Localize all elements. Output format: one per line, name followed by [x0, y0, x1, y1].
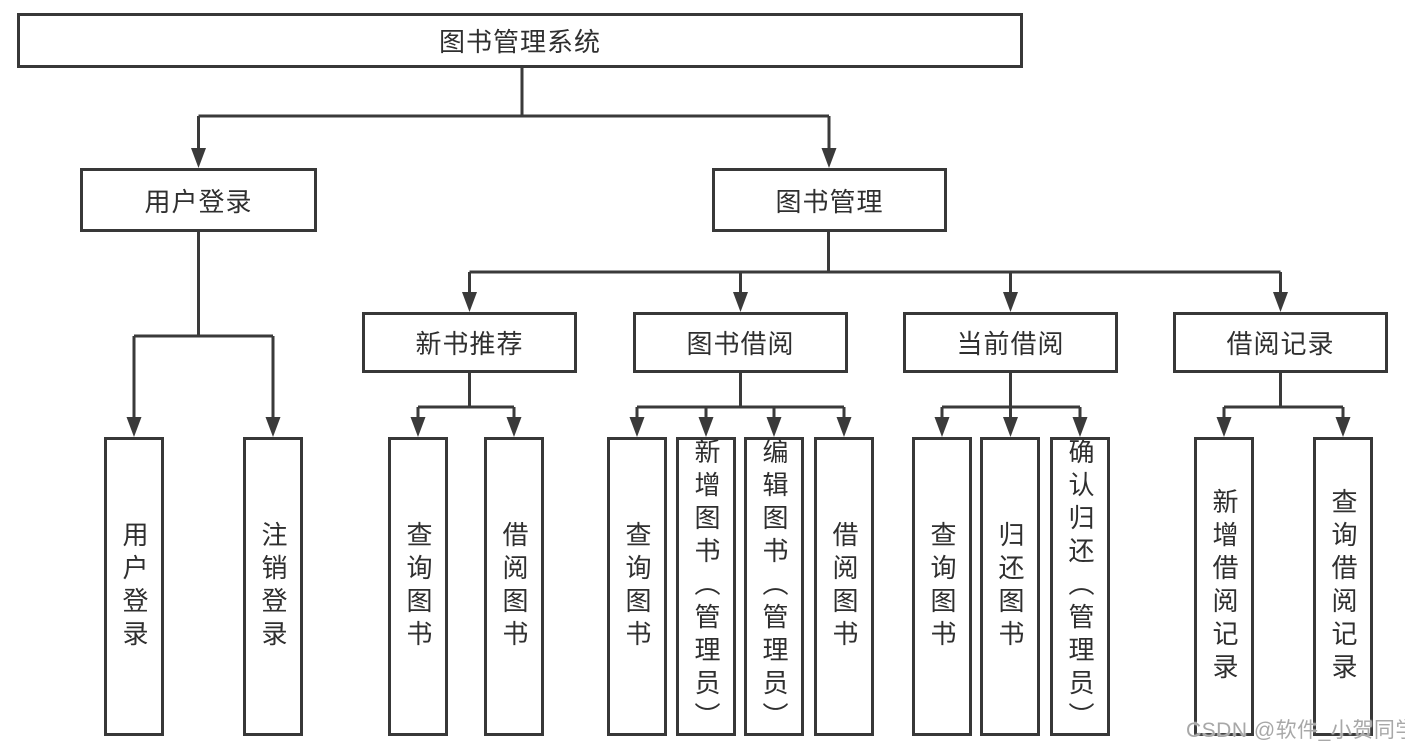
- leaf-return-books: 归还图书: [980, 437, 1040, 736]
- leaf-query-books-1-label: 查询图书: [403, 520, 433, 653]
- leaf-borrow-books-1: 借阅图书: [484, 437, 544, 736]
- node-new-book-recommendation: 新书推荐: [362, 312, 577, 373]
- leaf-add-book-admin-label: 新增图书（管理员）: [691, 438, 721, 735]
- leaf-add-borrow-record-label: 新增借阅记录: [1209, 487, 1239, 686]
- connector-book-management-to-level3: [468, 232, 1282, 296]
- leaf-query-borrow-record-label: 查询借阅记录: [1328, 487, 1358, 686]
- leaf-add-book-admin: 新增图书（管理员）: [676, 437, 736, 736]
- connector-book-borrow-to-leaves: [635, 373, 846, 421]
- leaf-query-books-3-label: 查询图书: [927, 520, 957, 653]
- node-current-borrowing: 当前借阅: [903, 312, 1118, 373]
- leaf-query-books-3: 查询图书: [912, 437, 972, 736]
- node-book-borrowing: 图书借阅: [633, 312, 848, 373]
- leaf-query-borrow-record: 查询借阅记录: [1313, 437, 1373, 736]
- node-new-book-recommendation-label: 新书推荐: [415, 329, 524, 359]
- connector-new-book-to-leaves: [416, 373, 516, 421]
- node-user-login: 用户登录: [80, 168, 317, 232]
- leaf-query-books-1: 查询图书: [388, 437, 448, 736]
- connector-borrow-records-to-leaves: [1222, 373, 1345, 421]
- leaf-confirm-return-admin-label: 确认归还（管理员）: [1065, 438, 1095, 735]
- leaf-add-borrow-record: 新增借阅记录: [1194, 437, 1254, 736]
- leaf-borrow-books-1-label: 借阅图书: [499, 520, 529, 653]
- leaf-logout: 注销登录: [243, 437, 303, 736]
- leaf-borrow-books-2: 借阅图书: [814, 437, 874, 736]
- leaf-edit-book-admin: 编辑图书（管理员）: [744, 437, 804, 736]
- leaf-logout-label: 注销登录: [258, 520, 288, 653]
- leaf-user-login: 用户登录: [104, 437, 164, 736]
- node-borrowing-records-label: 借阅记录: [1226, 329, 1335, 359]
- connector-user-login-to-leaves: [132, 232, 275, 421]
- watermark: CSDN @软件_小贺同学: [1186, 719, 1405, 742]
- connector-current-borrow-to-leaves: [940, 373, 1082, 421]
- node-root: 图书管理系统: [17, 13, 1023, 68]
- node-root-label: 图书管理系统: [438, 27, 601, 57]
- node-book-management-label: 图书管理: [775, 186, 884, 217]
- connector-root-to-level2: [197, 68, 831, 152]
- leaf-user-login-label: 用户登录: [119, 520, 149, 653]
- leaf-confirm-return-admin: 确认归还（管理员）: [1050, 437, 1110, 736]
- leaf-query-books-2: 查询图书: [607, 437, 667, 736]
- node-current-borrowing-label: 当前借阅: [956, 329, 1065, 359]
- leaf-return-books-label: 归还图书: [995, 520, 1025, 653]
- node-book-borrowing-label: 图书借阅: [686, 329, 795, 359]
- leaf-query-books-2-label: 查询图书: [622, 520, 652, 653]
- node-book-management: 图书管理: [712, 168, 947, 232]
- leaf-borrow-books-2-label: 借阅图书: [829, 520, 859, 653]
- node-user-login-label: 用户登录: [144, 186, 253, 217]
- node-borrowing-records: 借阅记录: [1173, 312, 1388, 373]
- leaf-edit-book-admin-label: 编辑图书（管理员）: [759, 438, 789, 735]
